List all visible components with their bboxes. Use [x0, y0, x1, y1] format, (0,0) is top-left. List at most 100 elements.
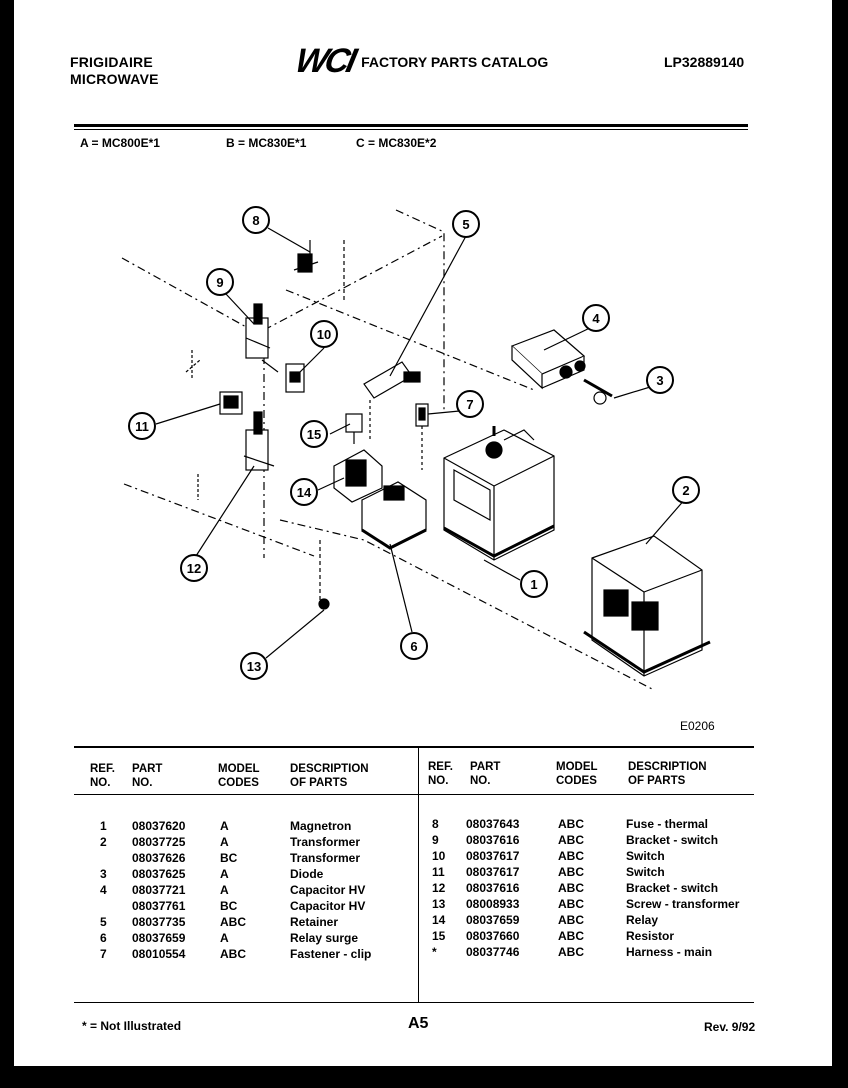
- product-line: MICROWAVE: [70, 71, 159, 87]
- callout-10: 10: [310, 320, 338, 348]
- callout-8: 8: [242, 206, 270, 234]
- model-codes-cell: ABC: [558, 929, 584, 943]
- header-part-line1: PART: [470, 761, 501, 773]
- description-cell: Magnetron: [290, 819, 352, 833]
- hv-capacitor: [510, 329, 586, 390]
- ref-cell: 13: [432, 897, 446, 911]
- model-codes-cell: BC: [220, 851, 238, 865]
- part-number-cell: 08037725: [132, 835, 186, 849]
- model-codes-cell: ABC: [558, 817, 584, 831]
- header-part-right: PART NO.: [470, 760, 500, 788]
- callout-9: 9: [206, 268, 234, 296]
- switch-bracket-upper: [245, 303, 279, 373]
- svg-text:7: 7: [466, 397, 473, 412]
- table-row: 7 08010554 ABC Fastener - clip: [14, 946, 832, 962]
- svg-text:8: 8: [252, 213, 259, 228]
- description-cell: Fuse - thermal: [626, 817, 709, 831]
- model-codes-cell: ABC: [558, 865, 584, 879]
- part-number-cell: 08037761: [132, 899, 186, 913]
- diagram-code: E0206: [680, 719, 715, 733]
- header-part-line2: NO.: [470, 775, 491, 787]
- catalog-number: LP32889140: [664, 54, 745, 70]
- header-ref-right: REF. NO.: [428, 760, 453, 788]
- description-cell: Relay: [626, 913, 659, 927]
- callout-12: 12: [180, 554, 208, 582]
- model-codes-cell: ABC: [558, 945, 584, 959]
- ref-cell: 1: [100, 819, 107, 833]
- header-desc-line2: OF PARTS: [628, 775, 686, 787]
- ref-cell: 15: [432, 929, 446, 943]
- ref-cell: 7: [100, 947, 107, 961]
- callout-11: 11: [128, 412, 156, 440]
- svg-text:3: 3: [656, 373, 663, 388]
- revision: Rev. 9/92: [704, 1020, 756, 1034]
- brand-block: FRIGIDAIRE MICROWAVE: [70, 54, 159, 88]
- model-codes-cell: A: [220, 867, 229, 881]
- leader-lines: [155, 227, 687, 659]
- chassis-line: [121, 257, 267, 339]
- callout-5: 5: [452, 210, 480, 238]
- header-rule: [74, 124, 748, 127]
- part-number-cell: 08010554: [132, 947, 186, 961]
- description-cell: Harness - main: [626, 945, 713, 959]
- model-a: A = MC800E*1: [80, 136, 160, 150]
- header-desc-line2: OF PARTS: [290, 777, 348, 789]
- description-cell: Retainer: [290, 915, 339, 929]
- description-cell: Transformer: [290, 851, 361, 865]
- callout-13: 13: [240, 652, 268, 680]
- header-part-line2: NO.: [132, 777, 153, 789]
- header-model: MODEL CODES: [218, 762, 260, 790]
- svg-text:2: 2: [682, 483, 689, 498]
- ref-cell: *: [432, 945, 437, 959]
- transformer-screw: [318, 598, 330, 610]
- description-cell: Fastener - clip: [290, 947, 372, 961]
- description-cell: Screw - transformer: [626, 897, 740, 911]
- svg-text:13: 13: [247, 659, 261, 674]
- header-part-line1: PART: [132, 763, 163, 775]
- catalog-title: FACTORY PARTS CATALOG: [361, 53, 549, 70]
- description-cell: Resistor: [626, 929, 675, 943]
- model-codes-cell: A: [220, 819, 229, 833]
- page-number: A5: [408, 1015, 429, 1032]
- chassis-line: [123, 483, 315, 557]
- description-cell: Capacitor HV: [290, 883, 366, 897]
- fastener-clip: [415, 403, 429, 427]
- svg-text:14: 14: [297, 485, 312, 500]
- catalog-heading: WCI FACTORY PARTS CATALOG: [292, 42, 549, 81]
- ref-cell: 12: [432, 881, 446, 895]
- description-cell: Bracket - switch: [626, 833, 719, 847]
- svg-text:15: 15: [307, 427, 321, 442]
- chassis-line: [263, 235, 443, 331]
- header-ref-line1: REF.: [90, 763, 115, 775]
- header-part: PART NO.: [132, 762, 162, 790]
- ref-cell: 10: [432, 849, 446, 863]
- callout-7: 7: [456, 390, 484, 418]
- header-model-line2: CODES: [556, 775, 597, 787]
- callout-1: 1: [520, 570, 548, 598]
- model-c: C = MC830E*2: [356, 136, 437, 150]
- relay: [333, 449, 383, 503]
- header-desc-right: DESCRIPTION OF PARTS: [628, 760, 707, 788]
- header-model-line2: CODES: [218, 777, 259, 789]
- magnetron: [443, 426, 555, 561]
- ref-cell: 14: [432, 913, 446, 927]
- header-rule-thin: [74, 129, 748, 130]
- header-desc-line1: DESCRIPTION: [628, 761, 707, 773]
- ref-cell: 2: [100, 835, 107, 849]
- description-cell: Relay surge: [290, 931, 359, 945]
- model-codes-cell: ABC: [558, 849, 584, 863]
- model-codes-cell: ABC: [558, 881, 584, 895]
- model-codes-cell: A: [220, 883, 229, 897]
- part-number-cell: 08037617: [466, 865, 520, 879]
- catalog-page: FRIGIDAIRE MICROWAVE WCI FACTORY PARTS C…: [14, 0, 832, 1066]
- header-ref-line2: NO.: [90, 777, 111, 789]
- transformer: [583, 535, 711, 677]
